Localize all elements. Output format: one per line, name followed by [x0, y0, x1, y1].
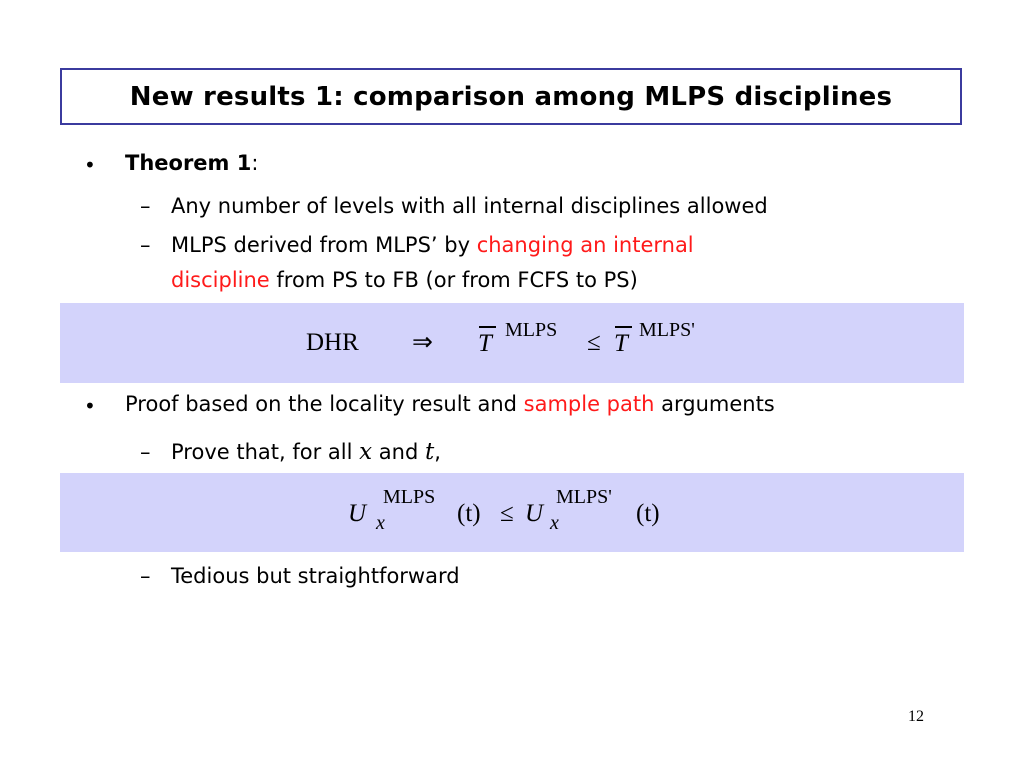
var-x: x: [359, 439, 373, 465]
formula2-sub-right: x: [550, 512, 559, 534]
prove-and: and: [372, 440, 425, 464]
emphasis-sample-path: sample path: [523, 392, 655, 416]
formula2-arg-left: (t): [457, 500, 481, 527]
formula-sup-right: MLPS': [639, 319, 695, 341]
sub-bullet-tedious: Tedious but straightforward: [171, 564, 460, 588]
leq-symbol: ≤: [500, 500, 514, 527]
dash-marker: –: [140, 564, 151, 588]
derived-tail: from PS to FB (or from FCFS to PS): [269, 268, 638, 292]
formula2-sup-left: MLPS: [383, 486, 436, 508]
proof-bullet: Proof based on the locality result and s…: [125, 392, 775, 417]
formula-dhr: DHR: [306, 329, 359, 356]
formula-band-1: DHR ⇒ T MLPS ≤ T MLPS': [60, 303, 964, 383]
page-number: 12: [908, 708, 924, 725]
overbar-left: [479, 326, 496, 328]
title-box: New results 1: comparison among MLPS dis…: [60, 68, 962, 125]
theorem-colon: :: [251, 151, 259, 175]
formula-band-2: U MLPS x (t) ≤ U MLPS' x (t): [60, 473, 964, 552]
sub-bullet-derived-line2: discipline from PS to FB (or from FCFS t…: [171, 268, 638, 293]
formula2-sub-left: x: [376, 512, 385, 534]
dash-marker: –: [140, 233, 151, 257]
formula2-sup-right: MLPS': [556, 486, 612, 508]
derived-text: MLPS derived from MLPS’ by: [171, 233, 477, 257]
prove-text: Prove that, for all: [171, 440, 360, 464]
formula-sup-left: MLPS: [505, 319, 558, 341]
implies-symbol: ⇒: [412, 329, 433, 356]
emphasis-changing: changing an internal: [476, 233, 694, 257]
formula2-arg-right: (t): [636, 500, 660, 527]
sub-bullet-prove: Prove that, for all x and t,: [171, 439, 441, 467]
proof-tail: arguments: [654, 392, 775, 416]
prove-comma: ,: [434, 440, 441, 464]
slide-title: New results 1: comparison among MLPS dis…: [129, 81, 893, 112]
dash-marker: –: [140, 194, 151, 218]
bullet-marker: •: [84, 153, 96, 177]
theorem-heading: Theorem 1:: [125, 151, 258, 176]
formula-u-left: U: [348, 500, 367, 527]
theorem-label: Theorem 1: [125, 151, 252, 175]
formula-t-right: T: [614, 330, 628, 357]
sub-bullet-levels: Any number of levels with all internal d…: [171, 194, 768, 218]
proof-text: Proof based on the locality result and: [125, 392, 524, 416]
formula-t-left: T: [478, 330, 492, 357]
dash-marker: –: [140, 440, 151, 464]
emphasis-discipline: discipline: [171, 268, 270, 292]
overbar-right: [615, 326, 632, 328]
formula-u-right: U: [525, 500, 544, 527]
leq-symbol: ≤: [587, 329, 601, 356]
var-t: t: [424, 439, 435, 465]
bullet-marker: •: [84, 394, 96, 418]
sub-bullet-derived-line1: MLPS derived from MLPS’ by changing an i…: [171, 233, 694, 258]
